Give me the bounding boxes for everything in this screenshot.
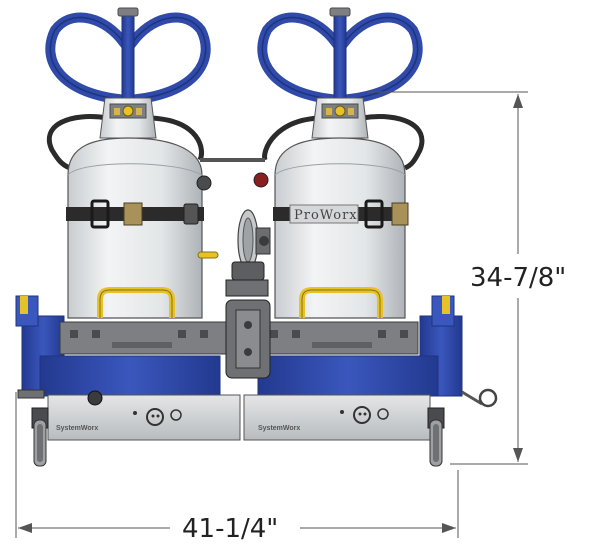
height-dimension [368,91,528,465]
center-regulator [225,209,271,297]
height-dimension-label: 34-7/8" [470,263,566,293]
left-base-unit: SystemWorx [15,295,241,467]
tank-brand-logo: ProWorx [294,208,358,223]
right-propane-tank: ProWorx [253,97,409,319]
left-propane-tank [66,97,219,319]
right-plate-logo: SystemWorx [258,425,300,432]
right-handle [257,7,423,105]
center-coupler [225,299,271,379]
width-dimension-label: 41-1/4" [182,514,278,544]
gas-hoses [47,114,425,171]
right-base-unit: SystemWorx [243,295,498,467]
left-handle [45,7,211,105]
width-dimension [15,392,459,538]
left-plate-logo: SystemWorx [56,425,98,432]
